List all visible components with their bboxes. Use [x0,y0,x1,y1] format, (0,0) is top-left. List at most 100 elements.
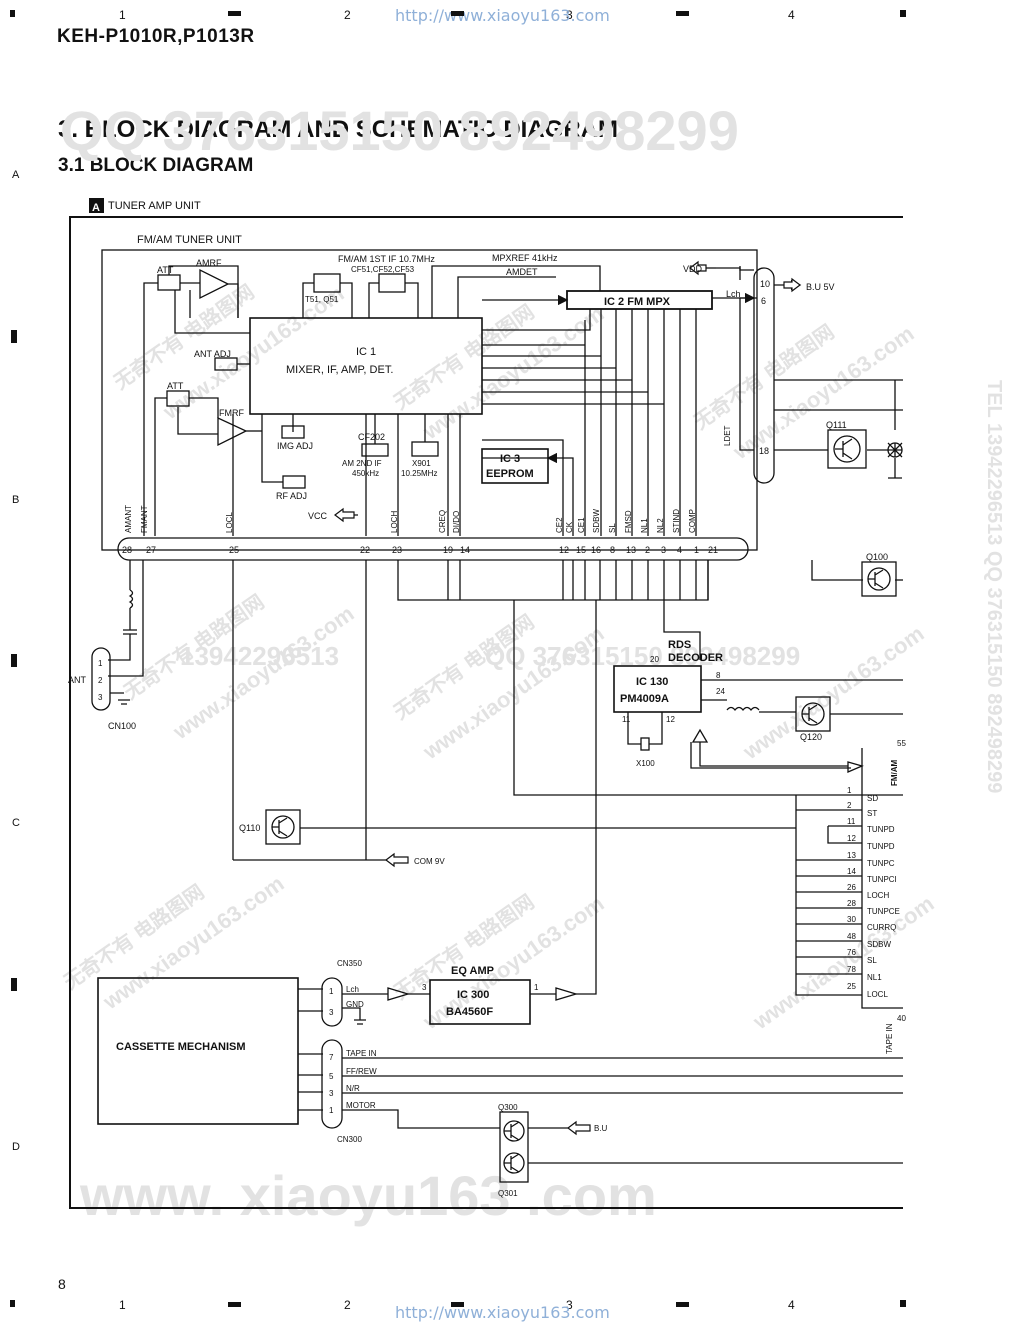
mpxref-label: MPXREF 41kHz [492,253,558,263]
signal-label-3: LOCH [390,511,399,533]
att-label-1: ATT [157,265,174,275]
cf-label: CF51,CF52,CF53 [351,265,415,274]
ctrl-pin-1: 2 [847,801,852,810]
ant-adj-label: ANT ADJ [194,349,231,359]
bu-label: B.U [594,1124,608,1133]
column-marker-3: 3 [566,8,573,22]
bus-pin-6: 14 [460,545,470,555]
section-title: 3. BLOCK DIAGRAM AND SCHEMATIC DIAGRAM [58,116,618,143]
bus-pin-7: 12 [559,545,569,555]
ctrl-pin-9: 48 [847,932,856,941]
ctrl-signal-7: TUNPCE [867,907,900,916]
cn300-pin-7: 7 [329,1053,334,1062]
cn300-pin-3: 3 [329,1089,334,1098]
ctrl-signal-10: SL [867,956,877,965]
registration-marks [10,10,906,1307]
signal-label-8: CE1 [577,517,586,533]
row-marker-b: B [12,494,20,506]
ic130-desc: PM4009A [620,693,669,705]
ctrl-pin-10: 76 [847,948,856,957]
ctrl-signal-0: SD [867,794,878,803]
cn350-gnd: GND [346,1000,364,1009]
ctrl-signal-6: LOCH [867,891,889,900]
tuner-unit-label: FM/AM TUNER UNIT [137,234,242,246]
ctrl-signal-11: NL1 [867,973,882,982]
ant-label: ANT [68,675,87,685]
signal-label-9: SDBW [592,509,601,533]
cn100-pin-1: 1 [98,659,103,668]
ic130-pin-11: 11 [622,715,631,724]
cn300-tape-in: TAPE IN [346,1049,377,1058]
ctrl-signal-5: TUNPCI [867,875,897,884]
bus-pin-2: 25 [229,545,239,555]
source-url-top: http://www.xiaoyu163.com [395,6,610,25]
ic3-desc: EEPROM [486,468,534,480]
conn-pin-10: 10 [760,279,770,289]
subsection-title: 3.1 BLOCK DIAGRAM [58,155,254,176]
cn350-lch: Lch [346,985,359,994]
eq-amp-label: EQ AMP [451,965,494,977]
ic130-pin-20: 20 [650,655,659,664]
row-marker-a: A [12,169,20,181]
q100-label: Q100 [866,552,888,562]
vdd-arrow [689,260,707,276]
unit-badge: A [92,202,100,214]
ctrl-signal-3: TUNPD [867,842,895,851]
amrf-label: AMRF [196,258,222,268]
cn300-pin-5: 5 [329,1072,334,1081]
ctrl-pin-2: 11 [847,817,856,826]
cn300-nr: N/R [346,1084,360,1093]
column-marker-bottom-1: 1 [119,1298,126,1312]
ctrl-pin-11: 78 [847,965,856,974]
ic300-pin-3: 3 [422,983,427,992]
ctrl-pin-55: 55 [897,739,906,748]
ic130-pin-24: 24 [716,687,725,696]
cassette-label: CASSETTE MECHANISM [116,1041,246,1053]
ic300-title: IC 300 [457,989,489,1001]
signal-label-2: LOCL [225,512,234,533]
signal-label-14: STIND [672,509,681,533]
amdet-label: AMDET [506,267,538,277]
ldet-label: LDET [723,425,732,446]
bu5v-label: B.U 5V [806,282,835,292]
rds-label-2: DECODER [668,652,723,664]
cn100-pin-3: 3 [98,693,103,702]
ctrl-pin-6: 26 [847,883,856,892]
row-marker-d: D [12,1141,20,1153]
ctrl-signal-4: TUNPC [867,859,895,868]
com9v-label: COM 9V [414,857,445,866]
tape-in-vertical: TAPE IN [885,1023,894,1054]
bus-pin-13: 3 [661,545,666,555]
vcc-label: VCC [308,511,328,521]
bu-arrow [567,1120,591,1136]
column-marker-2: 2 [344,8,351,22]
vcc-arrow [334,507,355,523]
signal-label-10: SL [608,523,617,533]
x901-freq: 10.25MHz [401,469,437,478]
signal-label-15: COMP [688,509,697,533]
cn100-pin-2: 2 [98,676,103,685]
x901-label: X901 [412,459,431,468]
bus-pin-5: 19 [443,545,453,555]
column-marker-bottom-2: 2 [344,1298,351,1312]
ic130-pin-8: 8 [716,671,721,680]
tape-in-pin-40: 40 [897,1014,906,1023]
ctrl-pin-4: 13 [847,851,856,860]
conn-pin-6: 6 [761,296,766,306]
watermark-site-4: www.xiaoyu163.com [168,601,359,745]
cf202-label: CF202 [358,432,385,442]
watermark-side: TEL 13942296513 QQ 376315150 892498299 [983,380,1005,793]
ctrl-pin-5: 14 [847,867,856,876]
signal-label-7: CK [565,521,574,533]
img-adj-label: IMG ADJ [277,441,313,451]
signal-label-5: DI/DO [452,511,461,533]
watermark-phone: 13942296513 [180,641,339,671]
cn300-motor: MOTOR [346,1101,376,1110]
ic2-label: IC 2 FM MPX [604,296,671,308]
rf-adj-label: RF ADJ [276,491,307,501]
signal-label-6: CE2 [555,517,564,533]
ic1-title: IC 1 [356,346,376,358]
cn350-pin-1: 1 [329,987,334,996]
watermark-site-9: www.xiaoyu163.com [748,891,939,1035]
